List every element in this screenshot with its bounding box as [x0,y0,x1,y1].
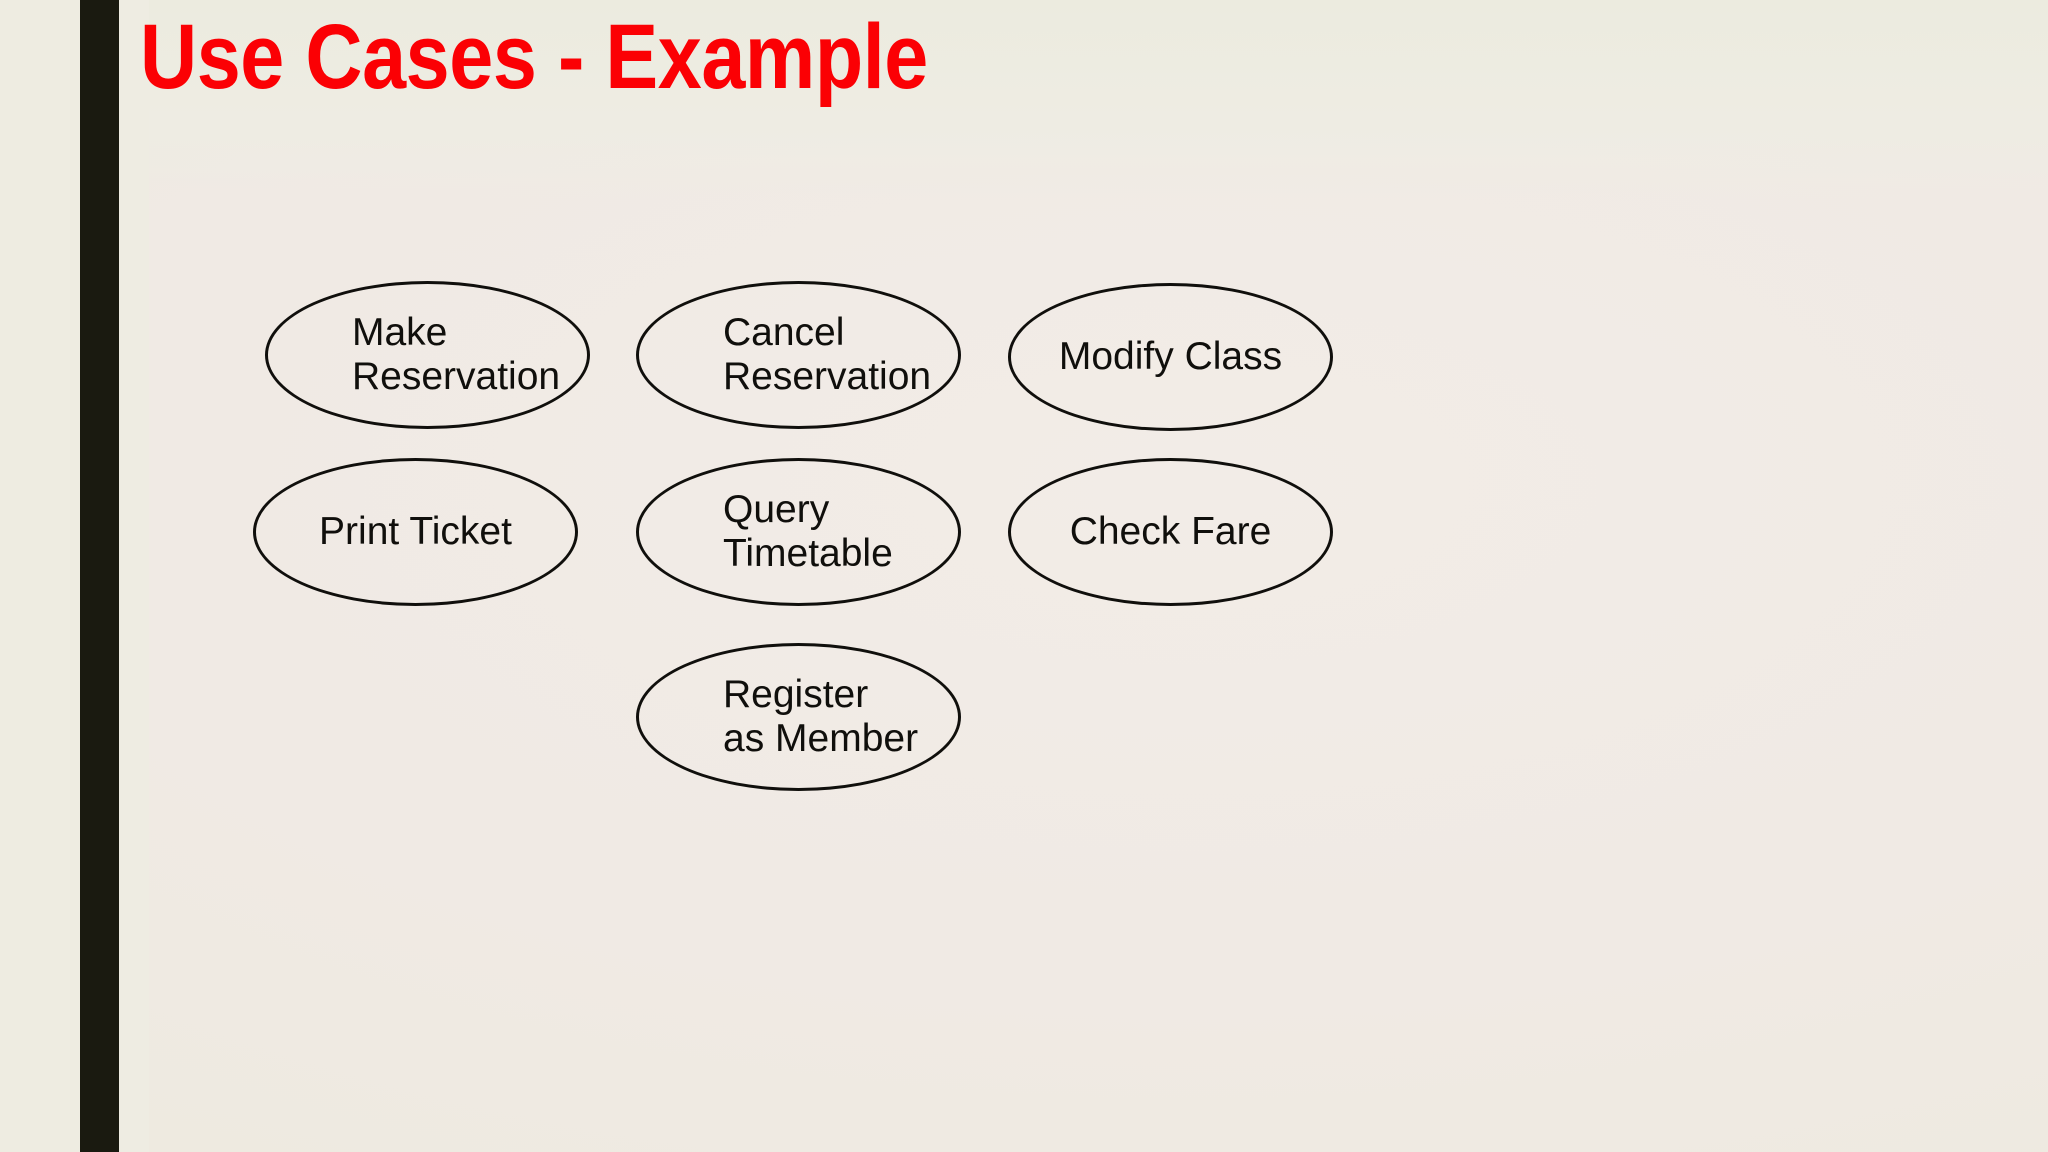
use-case-ellipse-print-ticket[interactable]: Print Ticket [253,458,578,606]
use-case-ellipse-register-as-member[interactable]: Register as Member [636,643,961,791]
use-case-ellipse-query-timetable[interactable]: Query Timetable [636,458,961,606]
use-case-ellipse-cancel-reservation[interactable]: Cancel Reservation [636,281,961,429]
use-case-label: Query Timetable [723,488,893,575]
left-margin-strip [0,0,80,1152]
use-case-ellipse-modify-class[interactable]: Modify Class [1008,283,1333,431]
use-case-label: Cancel Reservation [723,311,932,398]
use-case-label: Print Ticket [319,510,512,554]
left-accent-bar [80,0,119,1152]
use-case-ellipse-check-fare[interactable]: Check Fare [1008,458,1333,606]
use-case-label: Modify Class [1058,335,1283,379]
use-case-ellipse-make-reservation[interactable]: Make Reservation [265,281,590,429]
use-case-label: Make Reservation [352,311,561,398]
use-case-label: Check Fare [1069,510,1272,554]
page-title: Use Cases - Example [140,6,928,108]
left-gutter [119,0,149,1152]
use-case-label: Register as Member [723,673,919,760]
